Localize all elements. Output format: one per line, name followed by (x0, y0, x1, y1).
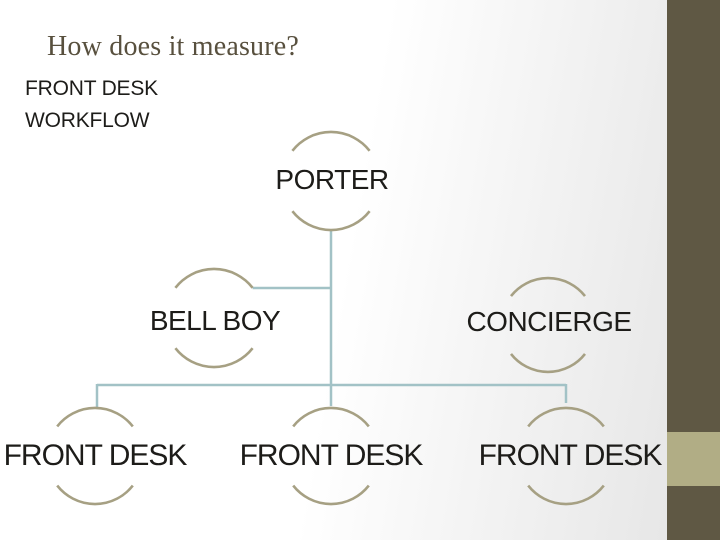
concierge-arc-top (509, 276, 587, 297)
subtitle-line-1: FRONT DESK (25, 77, 158, 100)
front-desk-3-arc-bottom (527, 484, 605, 506)
porter-arc-top (291, 130, 371, 152)
bell-boy-arc-top (174, 267, 254, 289)
slide-title: How does it measure? (47, 31, 300, 62)
node-arcs (56, 130, 605, 506)
front-desk-1-arc-top (56, 406, 134, 428)
node-front-desk-2: FRONT DESK (239, 439, 424, 472)
front-desk-2-arc-bottom (292, 484, 370, 506)
slide-subtitle: FRONT DESK WORKFLOW (25, 73, 158, 137)
front-desk-3-arc-top (527, 406, 605, 428)
node-bell-boy: BELL BOY (149, 305, 281, 336)
front-desk-1-arc-bottom (56, 484, 134, 506)
node-front-desk-1: FRONT DESK (3, 439, 188, 472)
org-chart-connectors (95, 230, 568, 407)
front-desk-2-arc-top (292, 406, 370, 428)
side-bar-accent-square (667, 432, 720, 486)
concierge-arc-bottom (509, 353, 587, 374)
node-front-desk-3: FRONT DESK (478, 439, 663, 472)
node-concierge: CONCIERGE (466, 306, 632, 337)
node-porter: PORTER (275, 164, 389, 195)
porter-arc-bottom (291, 210, 371, 232)
bell-boy-arc-bottom (174, 347, 254, 369)
subtitle-line-2: WORKFLOW (25, 109, 150, 132)
